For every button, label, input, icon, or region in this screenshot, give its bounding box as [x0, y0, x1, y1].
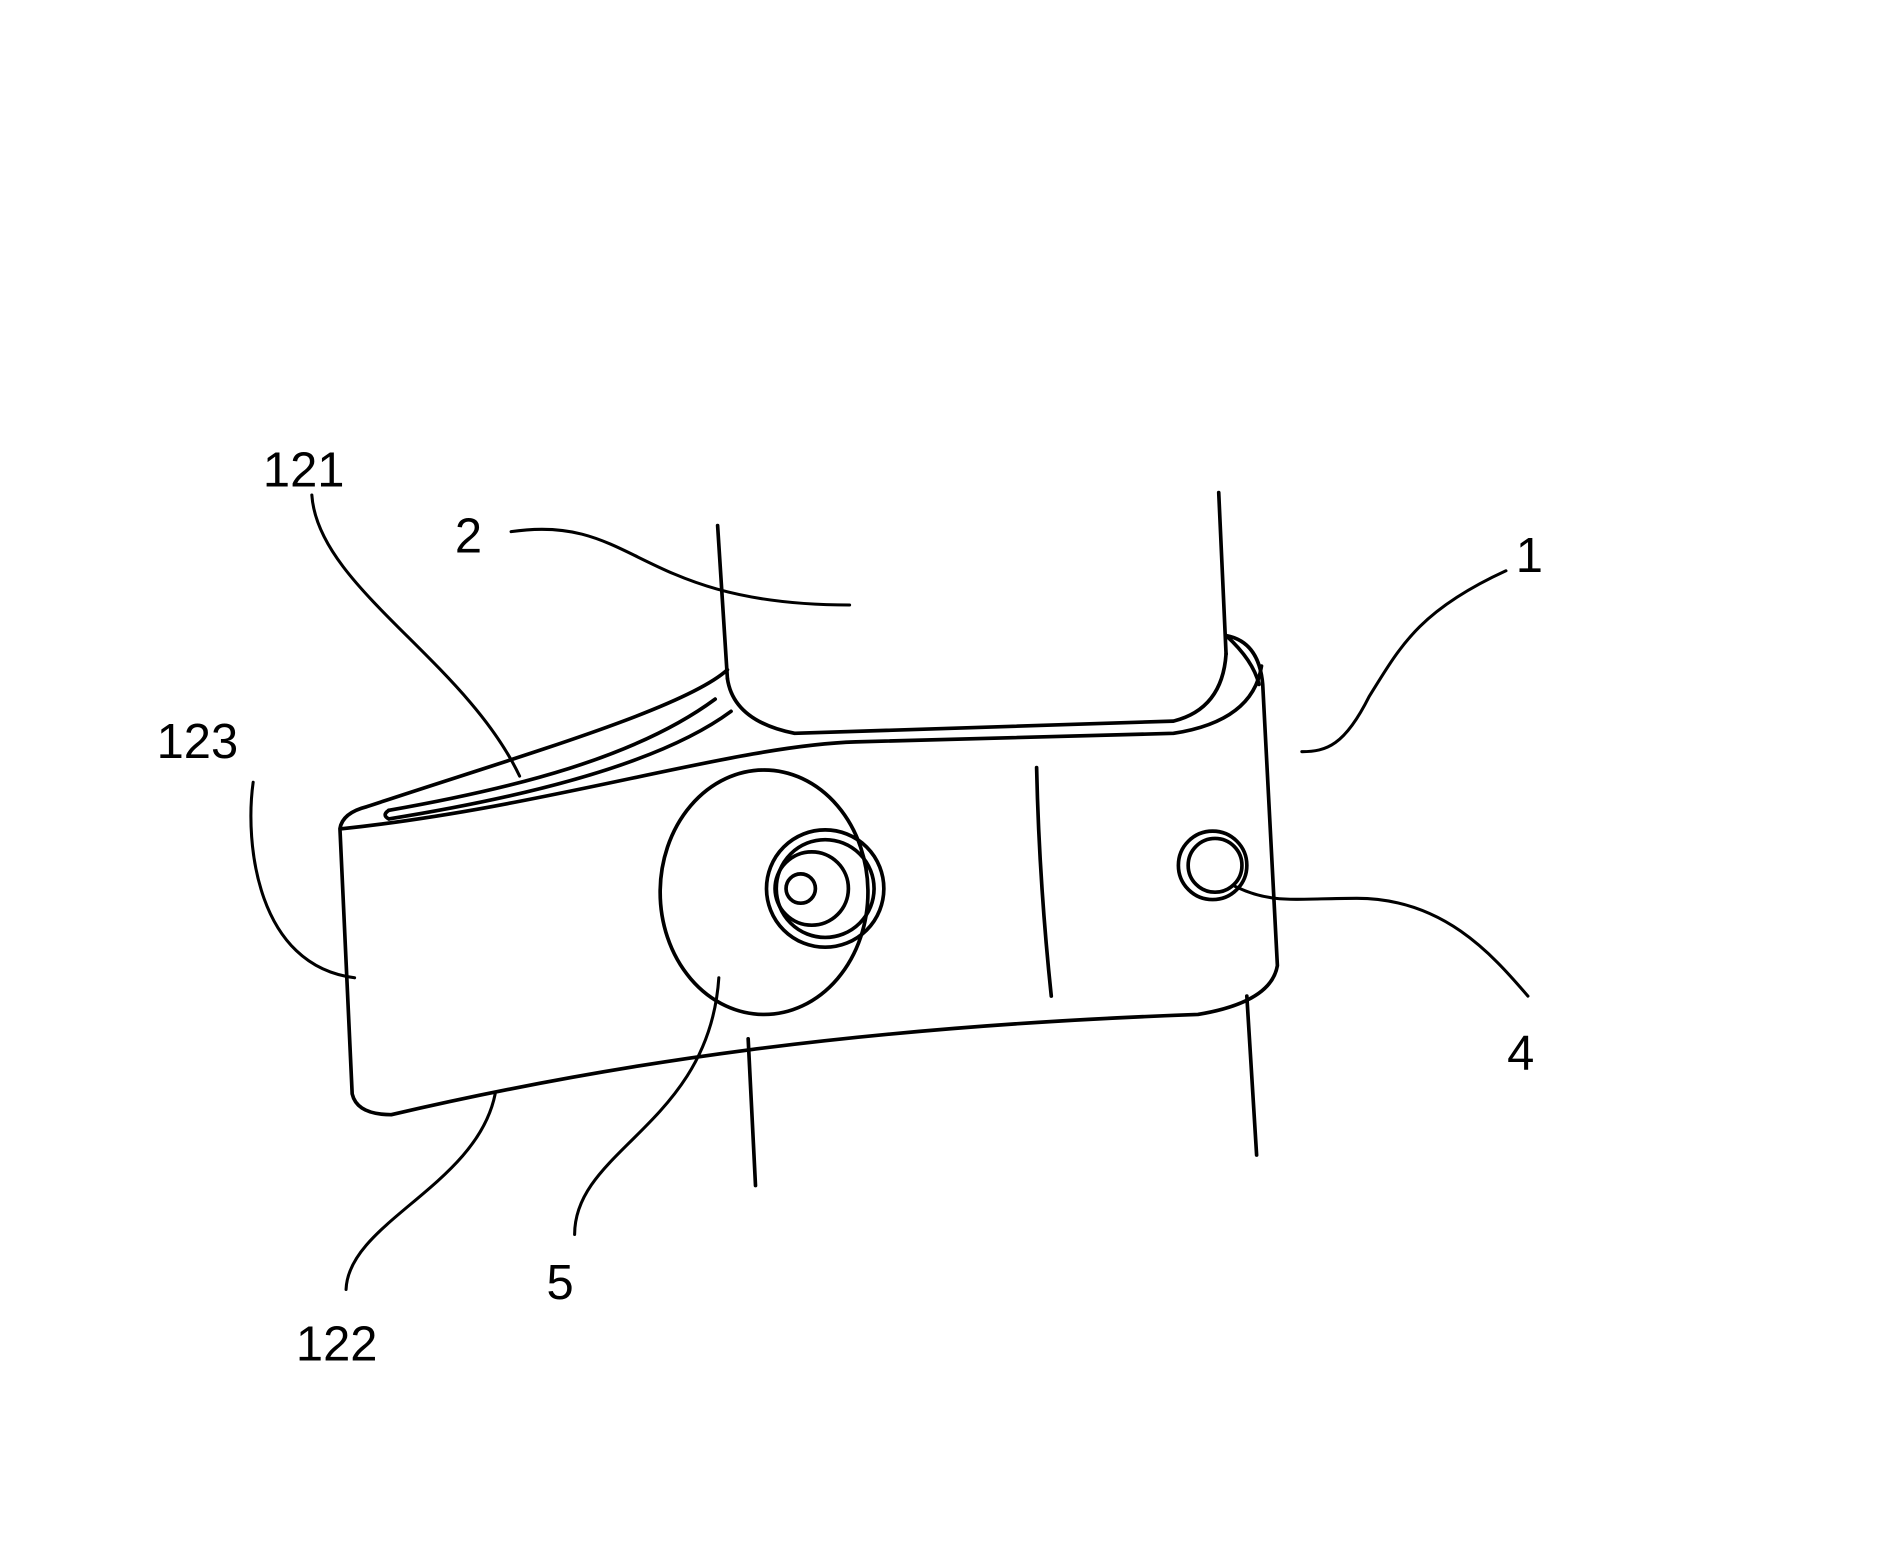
leader-lines [249, 493, 1530, 1291]
label-5: 5 [546, 1256, 573, 1310]
label-121: 121 [263, 443, 345, 497]
label-122: 122 [296, 1317, 378, 1371]
knob-5 [658, 768, 886, 1017]
label-123: 123 [157, 715, 239, 769]
slot-121 [383, 697, 733, 821]
label-1: 1 [1516, 529, 1543, 583]
pole-2 [715, 490, 1259, 1188]
clamp-body-1 [338, 633, 1280, 1117]
button-4 [1176, 829, 1249, 902]
seam-line [1034, 765, 1054, 998]
label-4: 4 [1507, 1026, 1534, 1080]
label-2: 2 [455, 509, 482, 563]
